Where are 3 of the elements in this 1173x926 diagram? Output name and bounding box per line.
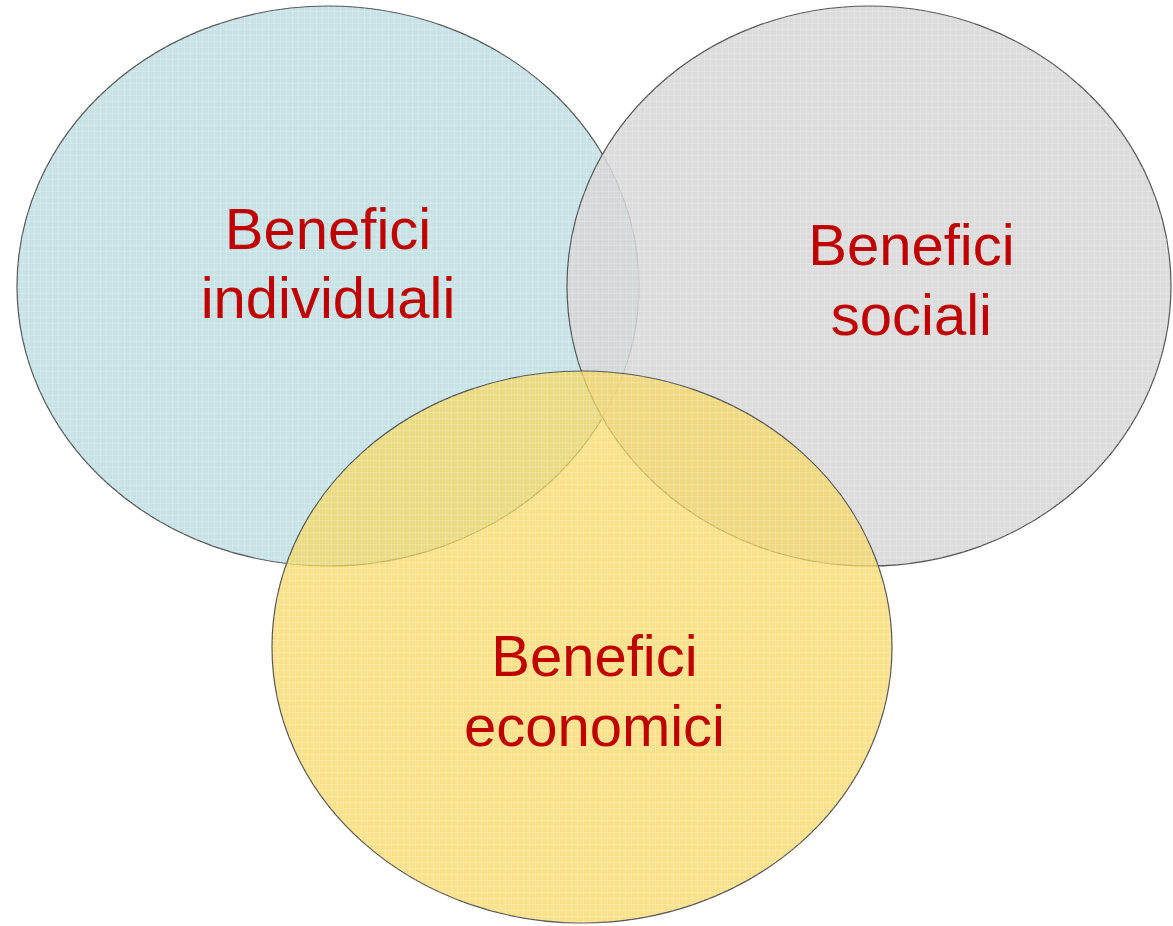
circle-label: Benefici individuali <box>199 194 457 333</box>
circle-label: Benefici sociali <box>807 211 1016 350</box>
circle-label: Benefici economici <box>462 622 726 761</box>
